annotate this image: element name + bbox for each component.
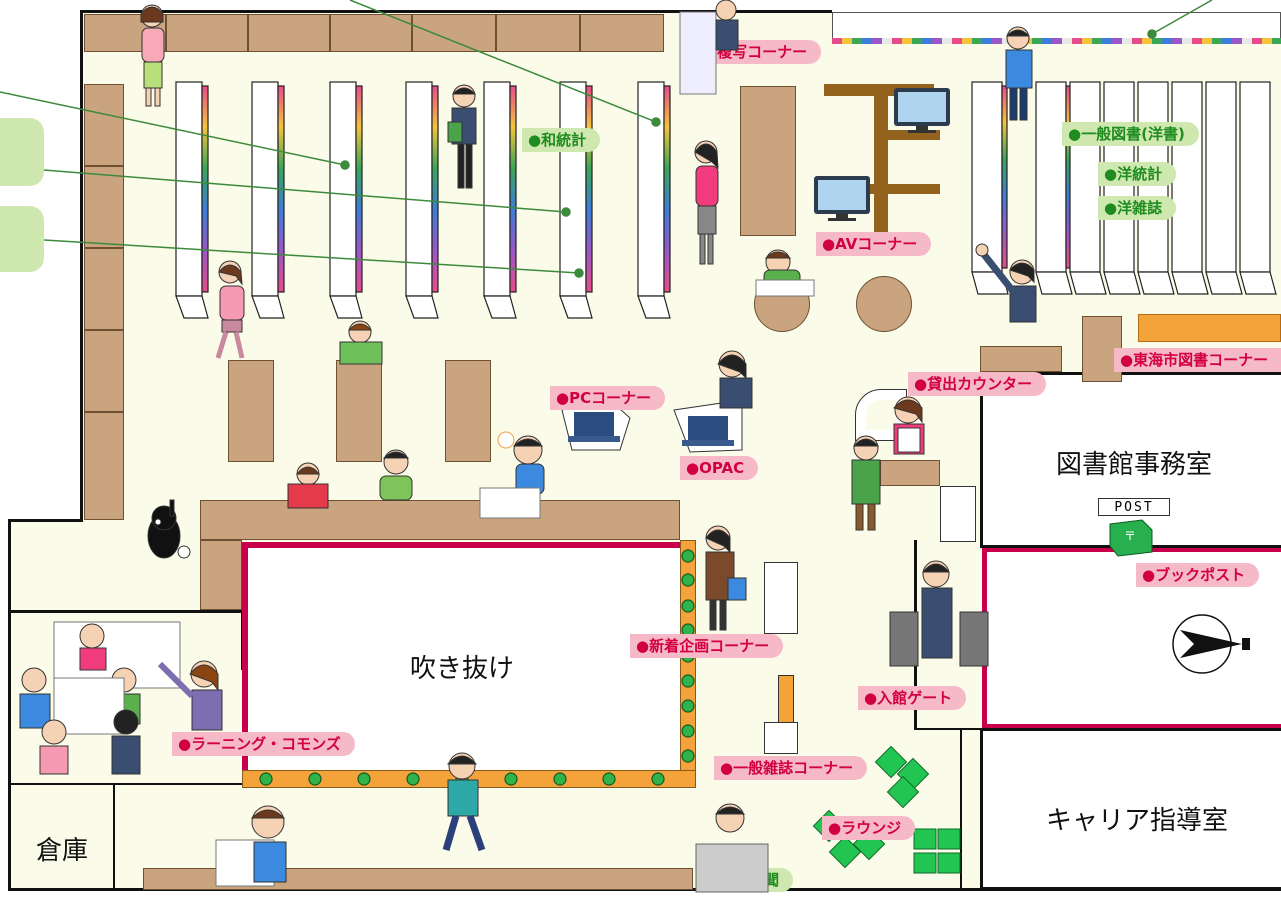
left-wood-5 — [84, 412, 124, 520]
left-callout-tab-2 — [0, 206, 44, 272]
top-wood-3 — [248, 14, 330, 52]
office-title: 図書館事務室 — [1055, 450, 1212, 480]
reading-table-1 — [228, 360, 274, 462]
label-entrance-gate[interactable]: ●入館ゲート — [858, 686, 967, 710]
label-magazines[interactable]: ●一般雑誌コーナー — [714, 756, 868, 780]
label-lending-counter[interactable]: ●貸出カウンター — [908, 372, 1047, 396]
label-general-western[interactable]: ●一般図書(洋書) — [1062, 122, 1199, 146]
top-wood-2 — [166, 14, 248, 52]
copy-area-table — [740, 86, 796, 236]
reading-table-3 — [445, 360, 491, 462]
top-wood-4 — [330, 14, 412, 52]
atrium-title: 吹き抜け — [409, 654, 514, 684]
left-callout-tab-1 — [0, 118, 44, 186]
wall-top — [80, 10, 832, 13]
top-wood-7 — [580, 14, 664, 52]
label-western-stats[interactable]: ●洋統計 — [1098, 162, 1177, 186]
storage-title: 倉庫 — [35, 836, 88, 866]
top-shelf-colors — [832, 38, 1281, 44]
wall-learning-top — [8, 610, 243, 613]
lending-desk — [880, 460, 940, 486]
top-wood-6 — [496, 14, 580, 52]
left-wood-3 — [84, 248, 124, 330]
wall-storage-right — [113, 783, 115, 888]
monitor-icon — [814, 176, 870, 221]
label-bookpost[interactable]: ●ブックポスト — [1136, 563, 1260, 587]
wall-left-lower — [8, 519, 11, 890]
wall-learning-bottom — [8, 783, 243, 785]
magazine-rack-white-2 — [764, 722, 798, 754]
left-wood-2 — [84, 166, 124, 248]
long-counter-top — [200, 500, 680, 540]
wall-gate-bottom — [914, 728, 984, 730]
post-sign: POST — [1098, 498, 1170, 516]
label-pc-corner[interactable]: ●PCコーナー — [550, 386, 666, 410]
label-tokai-corner[interactable]: ●東海市図書コーナー — [1114, 348, 1281, 372]
svg-text:〒: 〒 — [1124, 529, 1136, 543]
post-box-icon: 〒 — [1109, 519, 1153, 557]
label-western-magazines[interactable]: ●洋雑誌 — [1098, 196, 1177, 220]
label-av-corner[interactable]: ●AVコーナー — [816, 232, 932, 256]
magazine-rack-white — [764, 562, 798, 634]
label-new-arrivals[interactable]: ●新着企画コーナー — [630, 634, 784, 658]
career-title: キャリア指導室 — [1045, 806, 1228, 836]
label-jp-stats[interactable]: ●和統計 — [522, 128, 601, 152]
left-wood-4 — [84, 330, 124, 412]
wall-lower-right — [960, 728, 962, 890]
counter-block — [980, 346, 1062, 372]
career-room — [980, 728, 1281, 890]
label-learning-commons[interactable]: ●ラーニング・コモンズ — [172, 732, 355, 756]
north-arrow-icon — [1172, 614, 1250, 674]
monitor-icon — [894, 88, 950, 133]
round-table-2 — [856, 276, 912, 332]
wall-left — [80, 10, 83, 522]
sofa-tokai — [1138, 314, 1281, 342]
left-wood-1 — [84, 84, 124, 166]
label-lounge[interactable]: ●ラウンジ — [822, 816, 916, 840]
long-counter-left — [200, 540, 242, 610]
lending-counter-fixture — [940, 486, 976, 542]
label-opac[interactable]: ●OPAC — [680, 456, 759, 480]
top-wood-5 — [412, 14, 496, 52]
wall-left-step — [8, 519, 83, 522]
pc-corner-laptops — [561, 399, 743, 453]
